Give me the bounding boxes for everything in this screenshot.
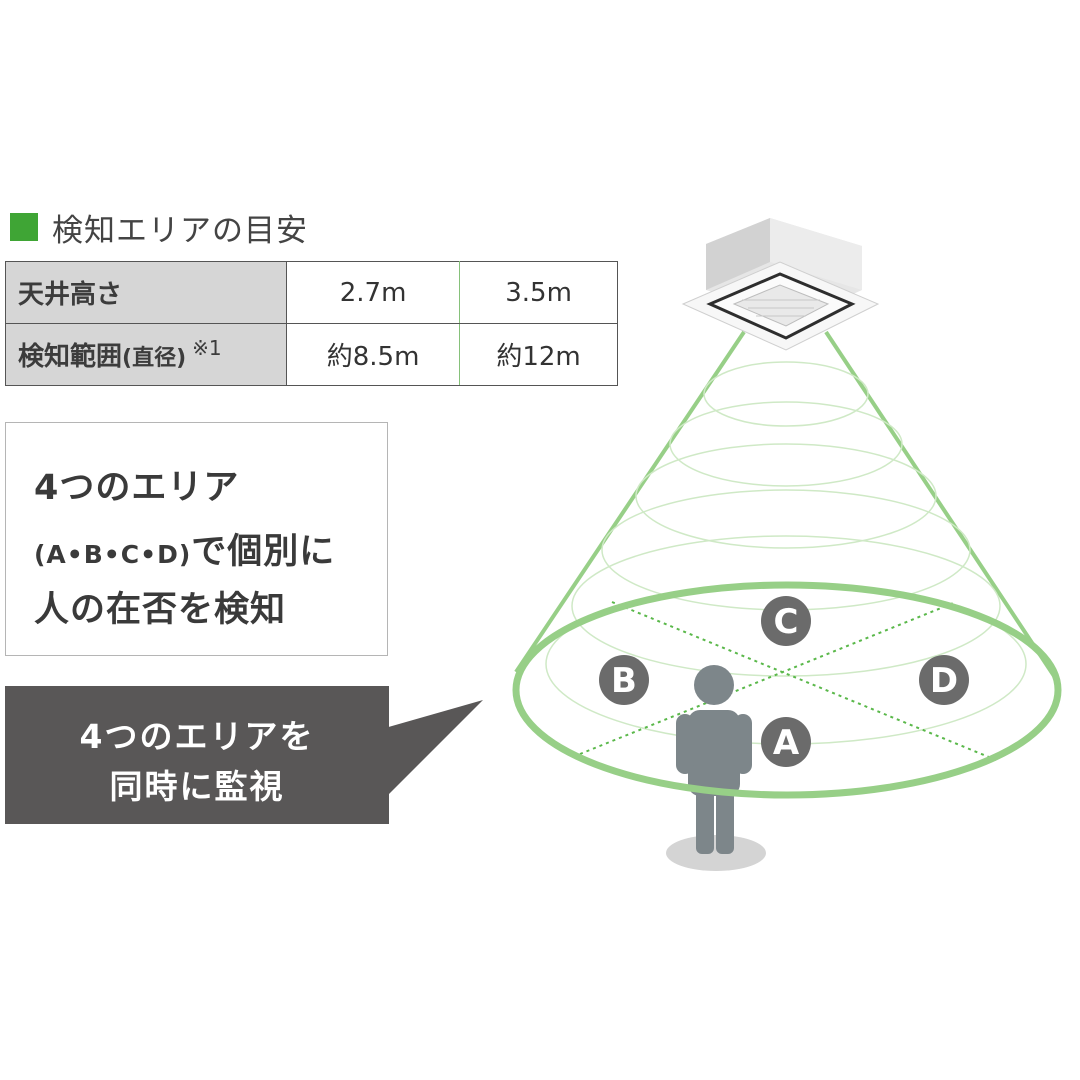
heading-title: 検知エリアの目安 — [52, 212, 308, 249]
zone-label-a: A — [761, 717, 811, 767]
info-line-1: 4つのエリア — [34, 468, 240, 508]
person-shadow — [666, 835, 766, 871]
info-line-2-rest: で個別に — [191, 532, 336, 572]
callout-banner: 4つのエリアを 同時に監視 — [5, 686, 485, 826]
info-box: 4つのエリア (A•B•C•D)で個別に 人の在否を検知 — [5, 422, 388, 656]
callout-body — [5, 686, 389, 824]
row-label-detection-range: 検知範囲(直径)※1 — [5, 323, 287, 386]
table-row: 検知範囲(直径)※1 約8.5m 約12m — [5, 323, 618, 386]
cell-value: 約12m — [459, 323, 618, 386]
callout-line-2: 同時に監視 — [109, 767, 285, 806]
zone-d-text: D — [930, 661, 958, 701]
ceiling-ac-unit-icon — [681, 218, 880, 351]
section-heading: 検知エリアの目安 — [10, 204, 308, 250]
cell-value: 2.7m — [285, 261, 461, 324]
label-main: 検知範囲 — [18, 342, 123, 372]
zone-label-b: B — [599, 655, 649, 705]
label-sub: (直径) — [122, 346, 187, 371]
green-square-icon — [10, 213, 38, 241]
info-line-3: 人の在否を検知 — [34, 590, 287, 630]
zone-label-d: D — [919, 655, 969, 705]
zone-a-text: A — [773, 723, 800, 763]
callout-line-1: 4つのエリアを — [79, 717, 315, 756]
zone-label-c: C — [761, 596, 811, 646]
info-line-2: (A•B•C•D)で個別に — [34, 523, 335, 574]
cell-value: 約8.5m — [285, 323, 461, 386]
zone-c-text: C — [774, 602, 799, 642]
callout-tail — [385, 700, 483, 798]
person-icon — [676, 665, 752, 854]
row-label-ceiling-height: 天井高さ — [5, 261, 287, 324]
info-area-list: (A•B•C•D) — [34, 540, 192, 569]
detection-table: 天井高さ 2.7m 3.5m 検知範囲(直径)※1 約8.5m 約12m — [5, 261, 618, 386]
footnote-mark: ※1 — [192, 336, 222, 360]
zone-b-text: B — [611, 661, 637, 701]
detection-ring — [512, 581, 1062, 799]
table-row: 天井高さ 2.7m 3.5m — [5, 261, 618, 324]
